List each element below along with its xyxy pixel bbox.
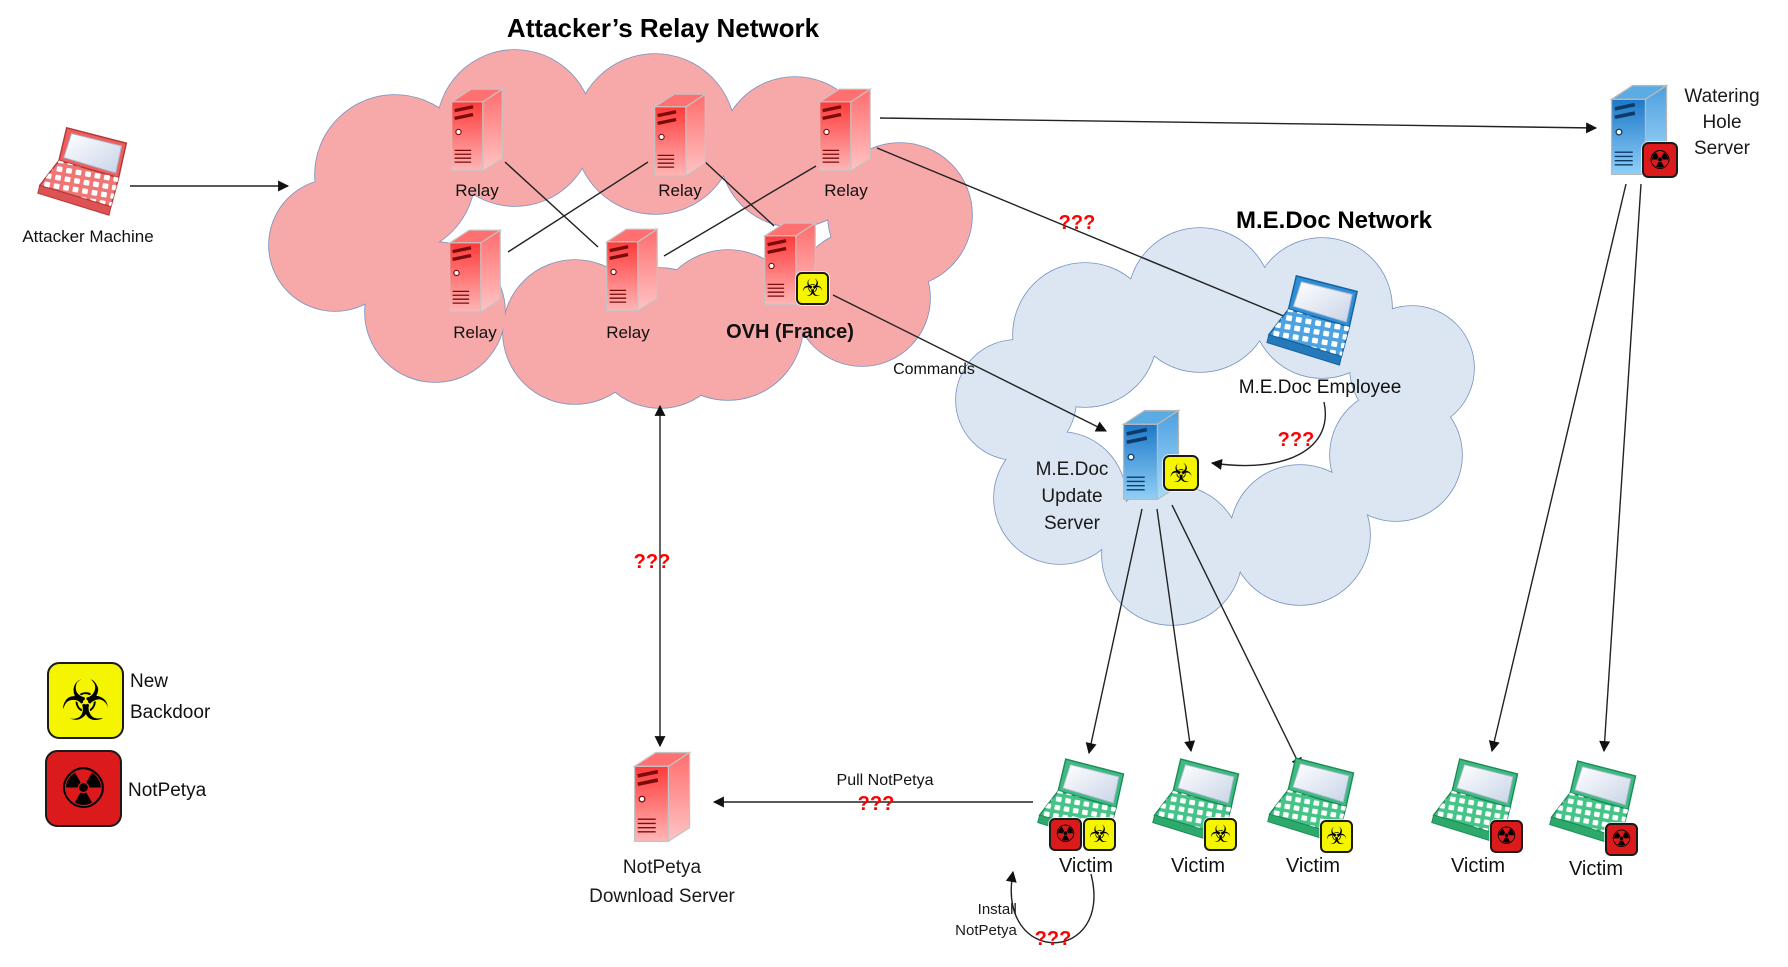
biohazard-icon: ☣ [796, 272, 829, 305]
watering-hole-server-label: Watering Hole Server [1684, 86, 1760, 159]
notpetya-download-server-icon [624, 747, 698, 848]
question-mark-3: ??? [633, 551, 671, 573]
radiation-icon: ☢ [1605, 823, 1638, 856]
medoc-employee-label: M.E.Doc Employee [1238, 377, 1402, 398]
question-mark-5: ??? [1034, 928, 1072, 950]
relay-server-icon-3 [810, 84, 878, 177]
biohazard-icon: ☣ [1083, 818, 1116, 851]
radiation-icon: ☢ [1049, 818, 1082, 851]
victim-label-5: Victim [1568, 858, 1624, 880]
commands-edge-label: Commands [893, 361, 975, 378]
relay-network-title: Attacker’s Relay Network [506, 13, 820, 43]
biohazard-icon: ☣ [1163, 455, 1199, 491]
install-notpetya-edge-label: Install NotPetya [955, 901, 1017, 939]
relay-server-icon-2 [645, 89, 713, 182]
pull-notpetya-edge-label: Pull NotPetya [836, 772, 934, 789]
relay-label-5: Relay [606, 323, 650, 342]
attacker-machine-label: Attacker Machine [22, 227, 154, 246]
biohazard-icon: ☣ [1204, 818, 1237, 851]
biohazard-icon: ☣ [1320, 820, 1353, 853]
medoc-employee-laptop-icon [1263, 272, 1365, 370]
relay-server-icon-1 [442, 84, 510, 177]
relay-label-1: Relay [455, 181, 499, 200]
relay-label-2: Relay [658, 181, 702, 200]
relay-label-3: Relay [824, 181, 868, 200]
ovh-label: OVH (France) [726, 321, 854, 343]
attacker-machine-laptop-icon [34, 122, 134, 222]
notpetya-download-server-label: NotPetya Download Server [589, 857, 735, 907]
relay-server-icon-5 [597, 224, 665, 317]
victim-label-4: Victim [1450, 855, 1506, 877]
relay-server-icon-4 [440, 225, 508, 318]
medoc-update-server-label: M.E.Doc Update Server [1035, 459, 1109, 534]
victim-label-2: Victim [1170, 855, 1226, 877]
relay-label-4: Relay [453, 323, 497, 342]
question-mark-2: ??? [1277, 429, 1315, 451]
radiation-icon: ☢ [1642, 142, 1678, 178]
question-mark-4: ??? [857, 793, 895, 815]
medoc-network-title: M.E.Doc Network [1235, 207, 1433, 234]
legend-new-backdoor-label: New Backdoor [130, 671, 211, 723]
question-mark-1: ??? [1058, 212, 1096, 234]
victim-label-3: Victim [1285, 855, 1341, 877]
legend-radiation-icon: ☢ [45, 750, 122, 827]
legend-notpetya-label: NotPetya [128, 780, 207, 801]
victim-label-1: Victim [1058, 855, 1114, 877]
connectors [130, 117, 1642, 944]
radiation-icon: ☢ [1490, 820, 1523, 853]
legend-biohazard-icon: ☣ [47, 662, 124, 739]
medoc-network-cloud [955, 227, 1475, 626]
